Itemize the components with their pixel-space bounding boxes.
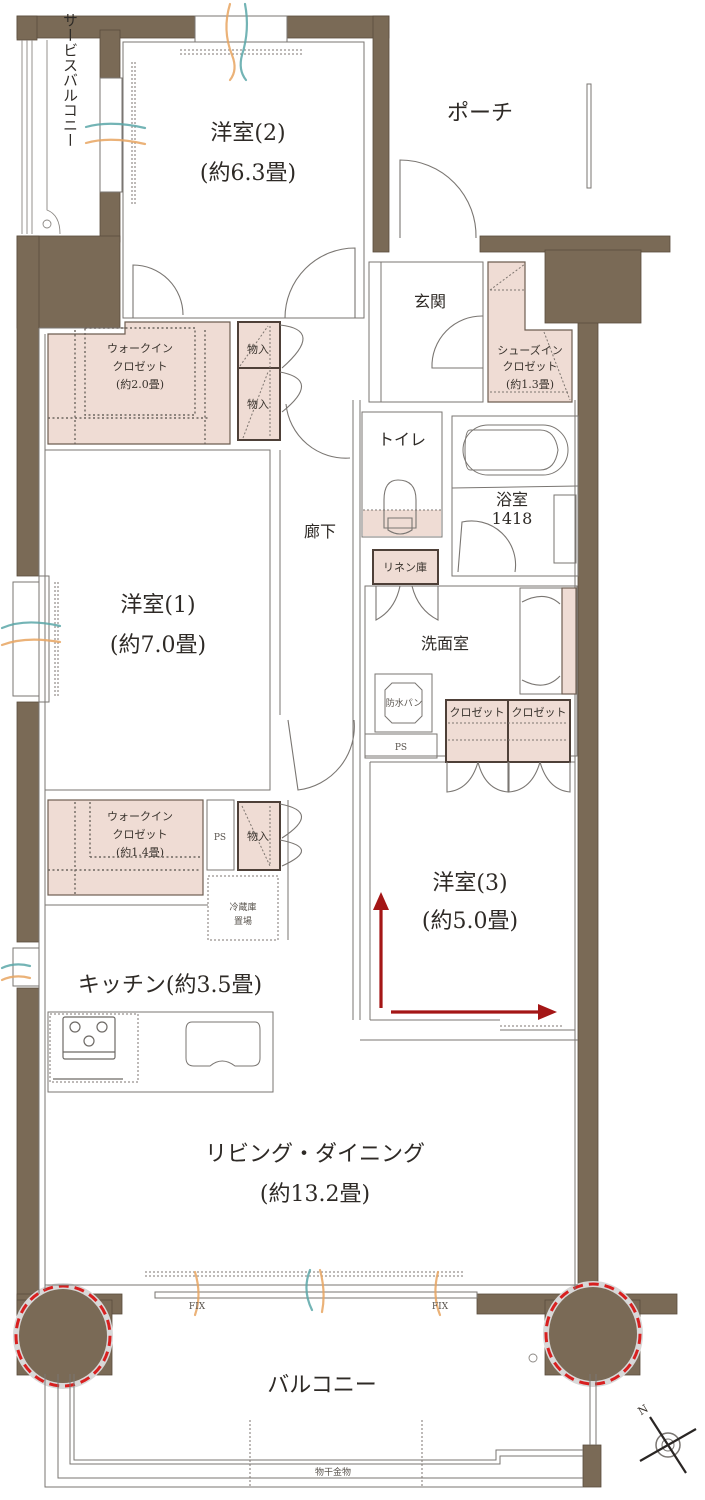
- entrance-label: 玄関: [414, 292, 446, 311]
- windows: [44, 15, 597, 1488]
- ps-lower-label: PS: [214, 833, 226, 843]
- living-dining-area: (約13.2畳): [260, 1182, 370, 1207]
- western-room-1-area: (約7.0畳): [110, 633, 206, 658]
- balcony-label: バルコニー: [267, 1373, 377, 1398]
- column-highlights: [13, 1281, 643, 1389]
- service-balcony-label: サービスバルコニー: [61, 13, 79, 148]
- porch-label: ポーチ: [447, 101, 513, 126]
- linen-closet-label: リネン庫: [383, 560, 427, 574]
- compass-north-label: N: [636, 1402, 651, 1418]
- storage-areas: [47, 261, 577, 941]
- bathroom-label: 浴室: [496, 490, 528, 509]
- closet-a-label: クロゼット: [450, 706, 505, 719]
- wic1-line2: クロゼット: [113, 360, 168, 373]
- ps-upper-label: PS: [395, 743, 407, 753]
- hallway-label: 廊下: [304, 522, 336, 541]
- exterior-walls: [16, 15, 678, 1488]
- shoes-in-closet-area: (約1.3畳): [506, 377, 554, 391]
- western-room-2-name: 洋室(2): [210, 121, 285, 146]
- shoes-in-closet-line1: シューズイン: [497, 343, 562, 357]
- waterproof-pan-label: 防水パン: [386, 697, 422, 709]
- storage-2-label: 物入: [247, 397, 269, 411]
- drying-hardware-label: 物干金物: [315, 1466, 351, 1478]
- interior-walls: [12, 40, 579, 1294]
- kitchen-fixtures: [49, 1013, 261, 1083]
- ventilation-indicators: [0, 2, 442, 1317]
- doors: [132, 159, 571, 867]
- kitchen-label: キッチン(約3.5畳): [78, 973, 262, 998]
- compass-icon: [639, 1416, 697, 1474]
- room-labels: サービスバルコニー 洋室(2) (約6.3畳) ポーチ 玄関 シューズイン クロ…: [61, 13, 651, 1479]
- room3-direction-arrows: [373, 892, 557, 1020]
- washroom-label: 洗面室: [421, 634, 469, 653]
- shoes-in-closet-line2: クロゼット: [503, 360, 558, 373]
- fix-window-left-label: FIX: [189, 1302, 206, 1312]
- western-room-2-area: (約6.3畳): [200, 161, 296, 186]
- living-dining-name: リビング・ダイニング: [205, 1142, 425, 1167]
- storage-3-label: 物入: [247, 829, 269, 843]
- bathroom-size: 1418: [492, 509, 533, 528]
- closet-b-label: クロゼット: [512, 706, 567, 719]
- wic2-area: (約1.4畳): [116, 845, 164, 859]
- fridge-space-line2: 置場: [234, 915, 252, 927]
- toilet-label: トイレ: [378, 430, 426, 449]
- western-room-1-name: 洋室(1): [120, 593, 195, 618]
- fix-window-right-label: FIX: [432, 1302, 449, 1312]
- wic1-area: (約2.0畳): [116, 377, 164, 391]
- wic1-line1: ウォークイン: [107, 342, 173, 355]
- western-room-3-name: 洋室(3): [432, 871, 507, 896]
- storage-1-label: 物入: [247, 342, 269, 356]
- western-room-3-area: (約5.0畳): [422, 909, 518, 934]
- fridge-space-line1: 冷蔵庫: [229, 901, 256, 913]
- wic2-line2: クロゼット: [113, 828, 168, 841]
- wic2-line1: ウォークイン: [107, 810, 173, 823]
